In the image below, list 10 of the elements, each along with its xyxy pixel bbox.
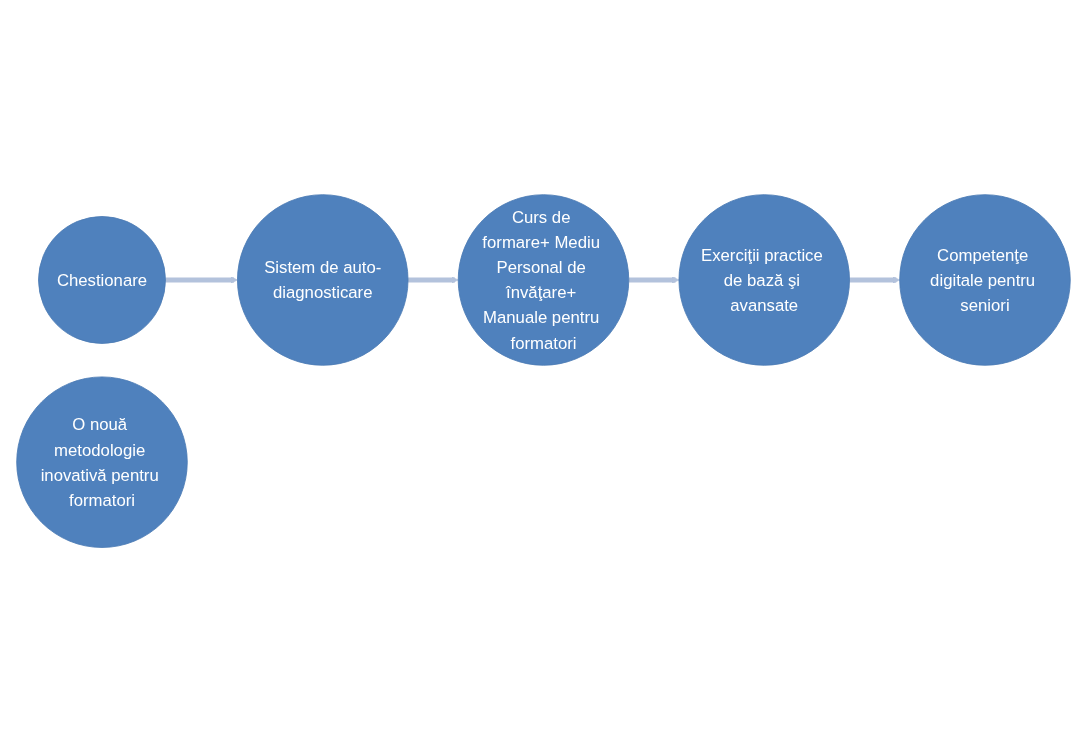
- arrow: [849, 276, 901, 285]
- arrow: [408, 276, 459, 285]
- arrow: [628, 276, 680, 285]
- arrow: [165, 276, 238, 285]
- node-circle: Exerciţii practice de bază şi avansate: [678, 194, 850, 367]
- node-circle: Competenţe digitale pentru seniori: [899, 194, 1071, 367]
- node-circle: Curs de formare+ Mediu Personal de învăţare+ Manuale pentru formatori: [457, 194, 630, 367]
- node-circle: Sistem de auto-diagnosticare: [237, 194, 409, 367]
- node-circle: O nouă metodologie inovativă pentru formatori: [16, 376, 188, 549]
- node-circle: Chestionare: [38, 216, 166, 345]
